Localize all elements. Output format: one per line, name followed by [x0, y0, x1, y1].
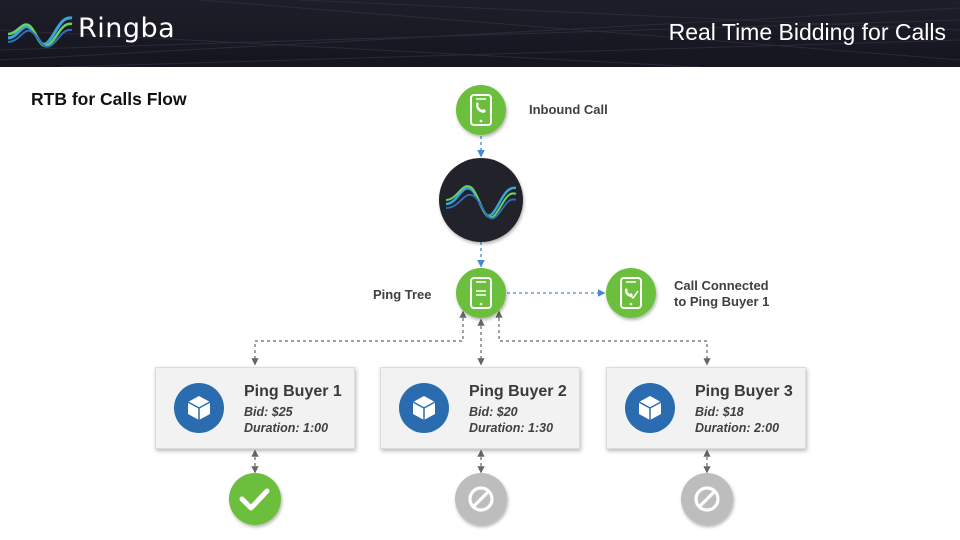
ringba-logo-icon	[7, 16, 73, 48]
flow-title: RTB for Calls Flow	[31, 89, 187, 109]
page-title: Real Time Bidding for Calls	[668, 19, 946, 45]
phone-check-icon	[606, 268, 656, 318]
buyer-duration: Duration: 2:00	[695, 421, 780, 435]
call-connected-label-line1: Call Connected	[674, 278, 769, 293]
prohibited-icon	[681, 473, 733, 525]
cube-icon	[174, 383, 224, 433]
buyer-bid: Bid: $18	[695, 405, 744, 419]
cube-icon	[625, 383, 675, 433]
inbound-call-label: Inbound Call	[529, 102, 608, 117]
connector-pingtree-to-buyer1	[251, 310, 467, 366]
buyer-name: Ping Buyer 2	[469, 383, 567, 400]
buyer-card: Ping Buyer 2 Bid: $20 Duration: 1:30	[380, 367, 580, 449]
ringba-hub-icon	[439, 158, 523, 242]
ping-tree-label: Ping Tree	[373, 287, 432, 302]
buyer-name: Ping Buyer 1	[244, 383, 342, 400]
buyer-card: Ping Buyer 3 Bid: $18 Duration: 2:00	[606, 367, 806, 449]
buyer-bid: Bid: $25	[244, 405, 293, 419]
header-background-lines	[0, 0, 960, 67]
buyer-name: Ping Buyer 3	[695, 383, 793, 400]
logo-text: Ringba	[78, 13, 176, 44]
call-connected-label-line2: to Ping Buyer 1	[674, 294, 770, 309]
buyer-bid: Bid: $20	[469, 405, 518, 419]
buyer-duration: Duration: 1:30	[469, 421, 554, 435]
header-banner: Ringba Real Time Bidding for Calls	[0, 0, 960, 67]
cube-icon	[399, 383, 449, 433]
phone-call-icon	[456, 85, 506, 135]
phone-list-icon	[456, 268, 506, 318]
checkmark-icon	[229, 473, 281, 525]
buyer-duration: Duration: 1:00	[244, 421, 329, 435]
prohibited-icon	[455, 473, 507, 525]
connector-pingtree-to-buyer3	[495, 310, 711, 366]
buyer-card: Ping Buyer 1 Bid: $25 Duration: 1:00	[155, 367, 355, 449]
